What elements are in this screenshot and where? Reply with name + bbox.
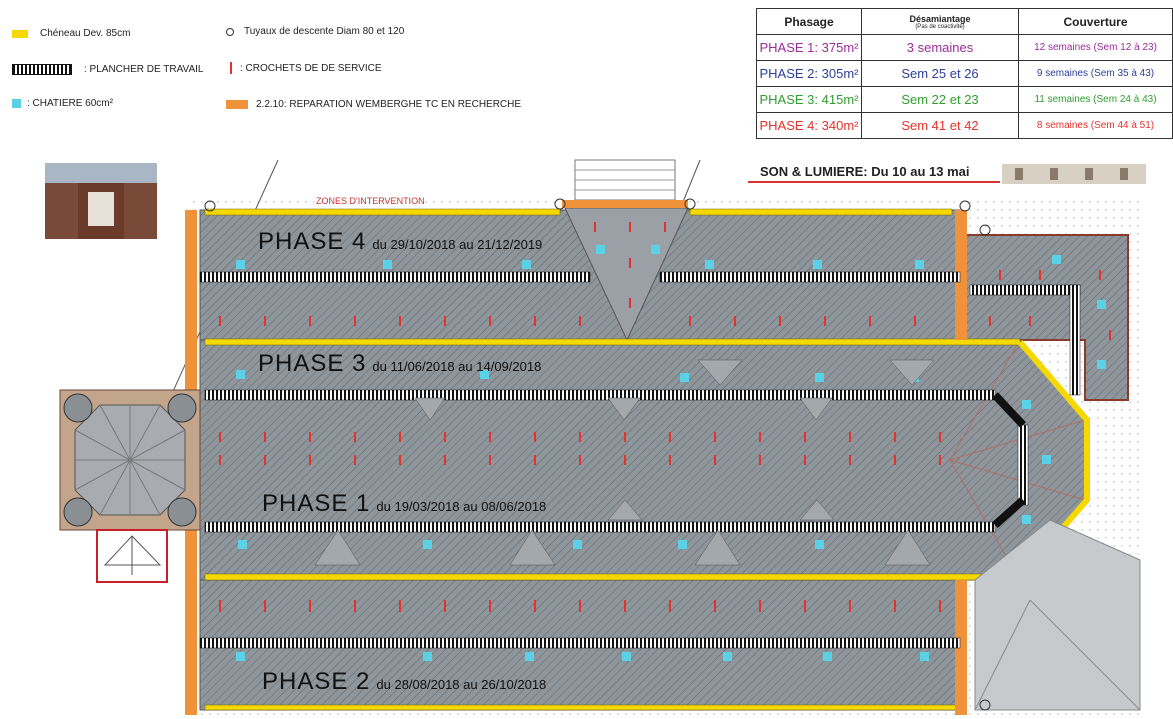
row3-desamiantage: Sem 22 et 23 bbox=[861, 86, 1019, 113]
legend-reparation: 2.2.10: REPARATION WEMBERGHE TC EN RECHE… bbox=[226, 99, 521, 110]
header-desamiantage-main: Désamiantage bbox=[909, 13, 971, 24]
phase4-dates: du 29/10/2018 au 21/12/2019 bbox=[372, 237, 543, 252]
adjacent-roof bbox=[974, 519, 1141, 711]
phase2-name: PHASE 2 bbox=[262, 668, 371, 695]
dormers bbox=[314, 359, 935, 566]
row1-desamiantage: 3 semaines bbox=[861, 34, 1019, 61]
row2-desamiantage: Sem 25 et 26 bbox=[861, 60, 1019, 87]
chatiere-markers bbox=[236, 245, 1106, 661]
phase3-label: PHASE 3 du 11/06/2018 au 14/09/2018 bbox=[258, 350, 541, 378]
plancher-rows bbox=[199, 271, 1081, 649]
chatiere-swatch bbox=[12, 99, 21, 108]
legend-crochets-label: : CROCHETS DE DE SERVICE bbox=[240, 62, 382, 74]
phase4-label: PHASE 4 du 29/10/2018 au 21/12/2019 bbox=[258, 228, 542, 256]
row1-phase: PHASE 1: 375m² bbox=[756, 34, 862, 61]
table-header-row: Phasage Désamiantage (Pas de coactivité)… bbox=[756, 8, 1173, 35]
legend-plancher-label: : PLANCHER DE TRAVAIL bbox=[84, 64, 204, 75]
downpipe-swatch bbox=[226, 27, 234, 36]
reparation-swatch bbox=[226, 100, 248, 109]
legend-plancher: : PLANCHER DE TRAVAIL bbox=[12, 64, 203, 75]
downpipes bbox=[204, 198, 991, 711]
tower-photo bbox=[45, 163, 157, 239]
phase2-label: PHASE 2 du 28/08/2018 au 26/10/2018 bbox=[262, 668, 546, 696]
row4-couverture: 8 semaines (Sem 44 à 51) bbox=[1018, 112, 1173, 139]
crochet-swatch bbox=[230, 62, 232, 74]
legend-tuyaux-label: Tuyaux de descente Diam 80 et 120 bbox=[244, 26, 405, 37]
phase1-label: PHASE 1 du 19/03/2018 au 08/06/2018 bbox=[262, 490, 546, 518]
legend-tuyaux: Tuyaux de descente Diam 80 et 120 bbox=[226, 26, 404, 37]
phase3-name: PHASE 3 bbox=[258, 350, 367, 377]
reparation-strips bbox=[185, 200, 967, 715]
phase1-dates: du 19/03/2018 au 08/06/2018 bbox=[376, 499, 547, 514]
table-row: PHASE 1: 375m² 3 semaines 12 semaines (S… bbox=[756, 34, 1173, 61]
son-lumiere-note: SON & LUMIERE: Du 10 au 13 mai bbox=[760, 164, 970, 179]
stair-top bbox=[574, 159, 676, 201]
legend-chatiere: : CHATIERE 60cm² bbox=[12, 98, 113, 109]
plancher-swatch bbox=[12, 64, 72, 75]
son-lumiere-underline bbox=[748, 181, 1000, 183]
row3-couverture: 11 semaines (Sem 24 à 43) bbox=[1018, 86, 1173, 113]
phase1-name: PHASE 1 bbox=[262, 490, 371, 517]
header-couverture: Couverture bbox=[1018, 8, 1173, 35]
legend-cheneau: Chéneau Dev. 85cm bbox=[12, 28, 130, 39]
bell-tower bbox=[59, 389, 201, 531]
table-row: PHASE 2: 305m² Sem 25 et 26 9 semaines (… bbox=[756, 60, 1173, 87]
legend-cheneau-label: Chéneau Dev. 85cm bbox=[40, 28, 131, 39]
row4-desamiantage: Sem 41 et 42 bbox=[861, 112, 1019, 139]
table-row: PHASE 3: 415m² Sem 22 et 23 11 semaines … bbox=[756, 86, 1173, 113]
row4-phase: PHASE 4: 340m² bbox=[756, 112, 862, 139]
cheneau-gutters bbox=[204, 208, 1021, 711]
row3-phase: PHASE 3: 415m² bbox=[756, 86, 862, 113]
legend-crochets: : CROCHETS DE DE SERVICE bbox=[230, 62, 382, 74]
cheneau-swatch bbox=[12, 29, 28, 38]
header-desamiantage-sub: (Pas de coactivité) bbox=[915, 23, 965, 30]
phase4-name: PHASE 4 bbox=[258, 228, 367, 255]
porch bbox=[96, 529, 168, 583]
phase3-dates: du 11/06/2018 au 14/09/2018 bbox=[372, 359, 542, 374]
table-row: PHASE 4: 340m² Sem 41 et 42 8 semaines (… bbox=[756, 112, 1173, 139]
facade-photo bbox=[1002, 164, 1146, 184]
row2-couverture: 9 semaines (Sem 35 à 43) bbox=[1018, 60, 1173, 87]
header-desamiantage: Désamiantage (Pas de coactivité) bbox=[861, 8, 1019, 35]
zones-intervention-label: ZONES D'INTERVENTION bbox=[316, 196, 425, 206]
header-phasage: Phasage bbox=[756, 8, 862, 35]
legend-reparation-label: 2.2.10: REPARATION WEMBERGHE TC EN RECHE… bbox=[256, 99, 522, 110]
row1-couverture: 12 semaines (Sem 12 à 23) bbox=[1018, 34, 1173, 61]
legend-chatiere-label: : CHATIERE 60cm² bbox=[27, 98, 113, 109]
crochet-markers bbox=[219, 222, 1111, 612]
phase2-dates: du 28/08/2018 au 26/10/2018 bbox=[376, 677, 547, 692]
phasing-table: Phasage Désamiantage (Pas de coactivité)… bbox=[756, 8, 1173, 139]
row2-phase: PHASE 2: 305m² bbox=[756, 60, 862, 87]
